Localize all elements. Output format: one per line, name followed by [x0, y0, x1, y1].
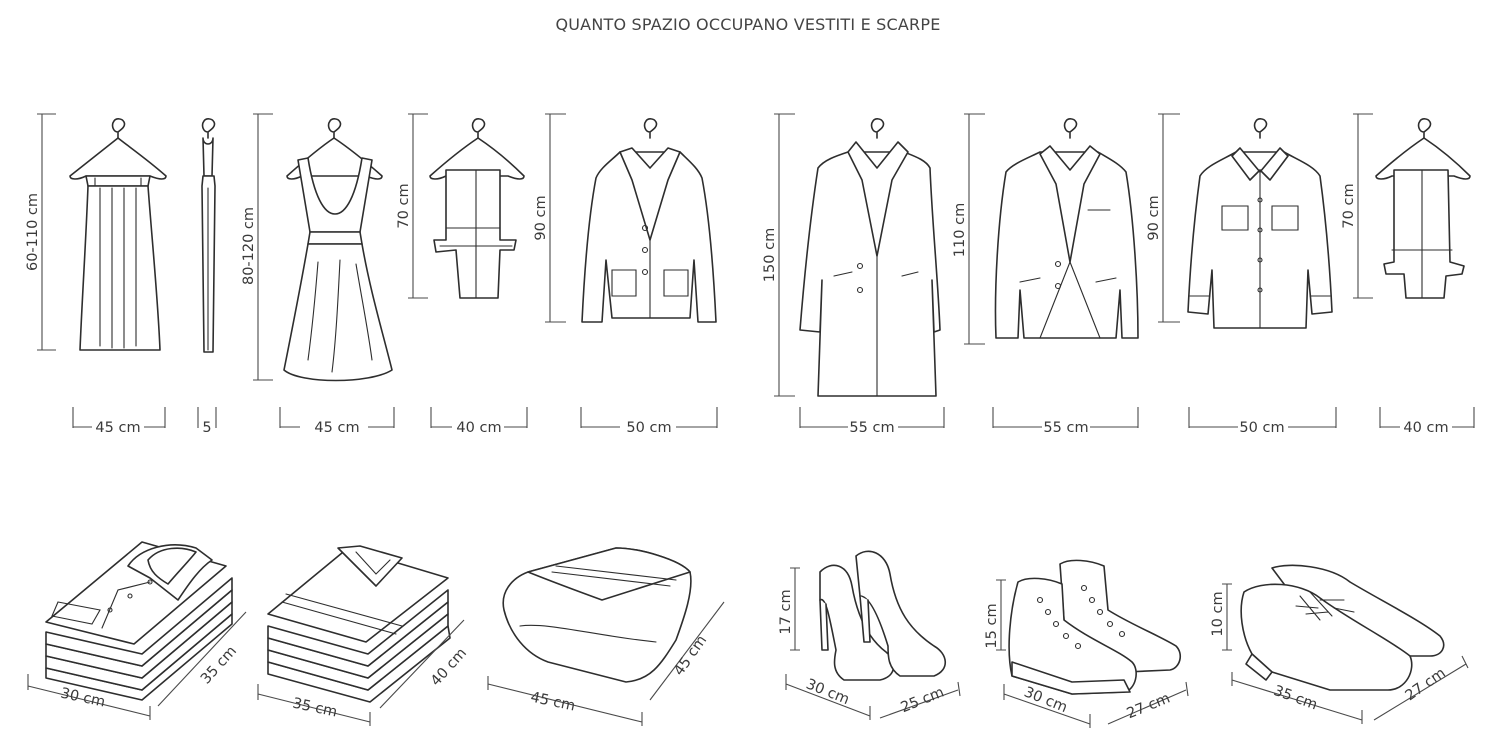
width-label: 35 cm [291, 696, 339, 721]
depth-label: 35 cm [198, 643, 240, 687]
height-label: 90 cm [1146, 195, 1162, 240]
height-label: 17 cm [778, 589, 794, 634]
height-label: 110 cm [952, 203, 968, 257]
folded-shirts-stack-icon: 30 cm 35 cm [27, 541, 247, 720]
width-label: 45 cm [314, 420, 359, 436]
folded-skirt-side-icon: 5 [197, 118, 217, 436]
page-title: QUANTO SPAZIO OCCUPANO VESTITI E SCARPE [555, 15, 941, 34]
height-label: 70 cm [1341, 183, 1357, 228]
width-label: 50 cm [626, 420, 671, 436]
folded-sweaters-stack-icon: 35 cm 40 cm [257, 545, 470, 726]
width-label: 45 cm [529, 690, 577, 715]
folded-towel-icon: 45 cm 45 cm [487, 547, 725, 726]
width-label: 40 cm [1403, 420, 1448, 436]
long-coat-icon: 150 cm 55 cm [762, 113, 945, 436]
height-label: 15 cm [984, 603, 1000, 648]
shirt-on-hanger-icon: 90 cm 50 cm [1146, 113, 1337, 436]
width-label: 27 cm [1125, 690, 1173, 722]
depth-label: 45 cm [671, 633, 710, 679]
width-label: 55 cm [1043, 420, 1088, 436]
trousers-on-hanger-icon: 70 cm 40 cm [1341, 113, 1475, 436]
womens-jacket-icon: 90 cm 50 cm [533, 113, 718, 436]
length-label: 35 cm [1271, 683, 1319, 713]
width-label: 5 [202, 420, 211, 436]
height-label: 90 cm [533, 195, 549, 240]
high-heels-icon: 17 cm 30 cm 25 cm [778, 550, 961, 720]
height-label: 150 cm [762, 228, 778, 282]
mens-shoes-icon: 10 cm 35 cm 27 cm [1210, 564, 1469, 724]
length-label: 30 cm [804, 676, 852, 708]
height-label: 60-110 cm [25, 193, 41, 271]
height-label: 80-120 cm [241, 207, 257, 285]
short-trousers-icon: 70 cm 40 cm [396, 113, 528, 436]
dress-on-hanger-icon: 80-120 cm 45 cm [241, 113, 395, 436]
height-label: 10 cm [1210, 591, 1226, 636]
mens-blazer-icon: 110 cm 55 cm [952, 113, 1139, 436]
height-dimension-line [37, 113, 56, 351]
height-label: 70 cm [396, 183, 412, 228]
skirt-on-hanger-icon: 60-110 cm 45 cm [25, 113, 167, 436]
width-label: 55 cm [849, 420, 894, 436]
sneakers-icon: 15 cm 30 cm 27 cm [984, 559, 1189, 728]
width-label: 50 cm [1239, 420, 1284, 436]
width-label: 45 cm [95, 420, 140, 436]
width-label: 25 cm [899, 684, 947, 716]
width-label: 40 cm [456, 420, 501, 436]
